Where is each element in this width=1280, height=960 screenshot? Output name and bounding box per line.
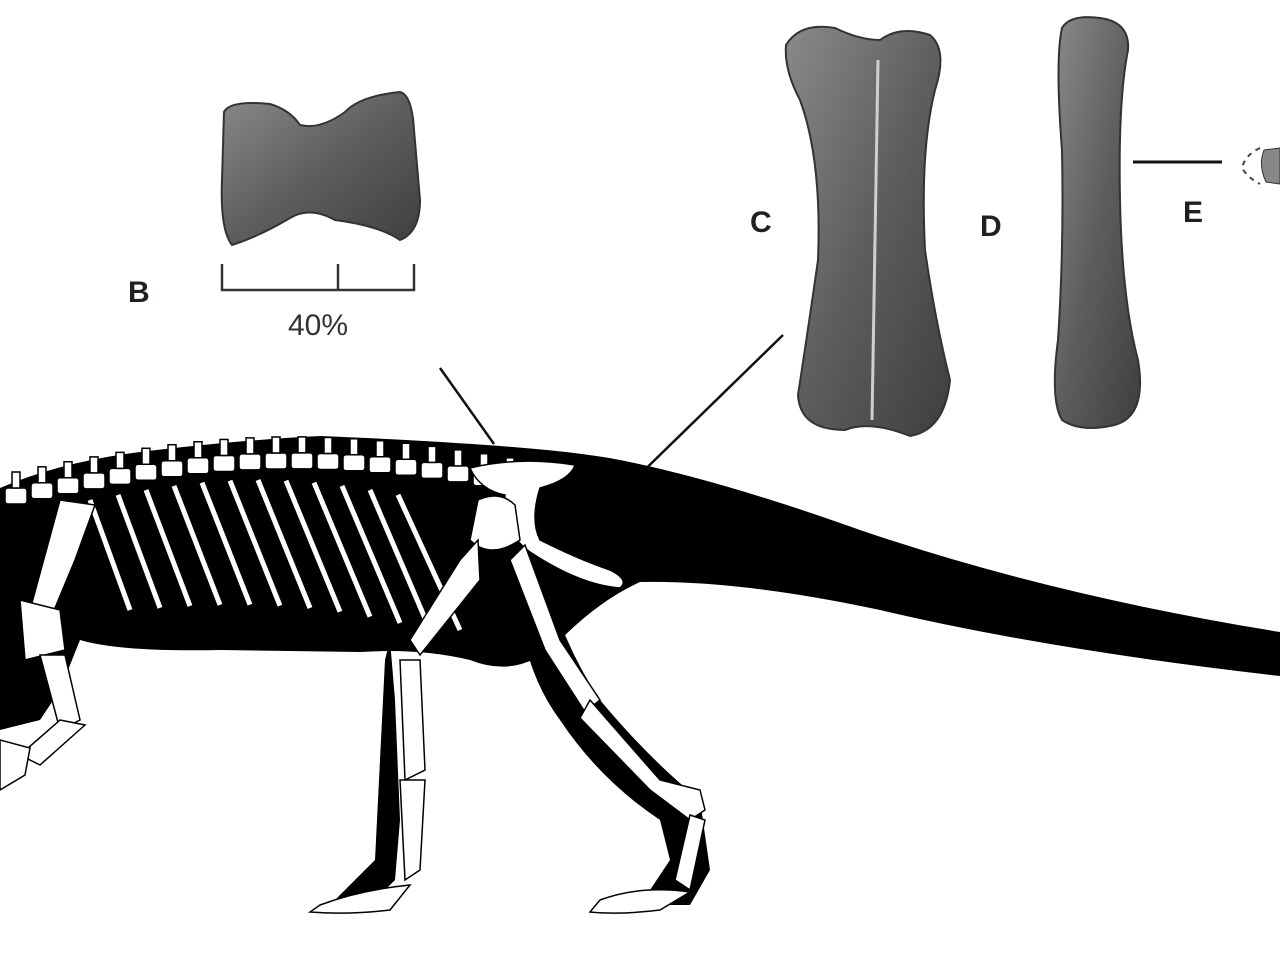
vertebra xyxy=(342,454,366,472)
leader-line-b xyxy=(438,367,496,445)
neural-spine xyxy=(11,471,21,489)
vertebra xyxy=(316,452,340,471)
panel-label-c: C xyxy=(750,206,772,239)
vertebra xyxy=(108,467,132,486)
panel-label-d: D xyxy=(980,210,1002,243)
vertebra xyxy=(186,457,210,475)
fossil-bone-c xyxy=(784,25,952,438)
neural-spine xyxy=(193,441,203,459)
neural-spine xyxy=(89,456,99,474)
vertebra xyxy=(394,458,418,477)
scale-bar xyxy=(220,264,416,292)
hindlimb-bones xyxy=(307,495,706,914)
rib xyxy=(143,489,193,607)
neural-spine xyxy=(37,466,47,484)
forelimb-silhouette xyxy=(330,640,400,905)
rib xyxy=(367,489,433,631)
rib xyxy=(115,493,163,609)
fossil-vertebra-b xyxy=(220,90,422,247)
neural-spine xyxy=(297,436,307,454)
vertebra xyxy=(264,452,288,470)
rib xyxy=(87,499,133,611)
neural-spine xyxy=(141,447,151,466)
ribs xyxy=(87,479,463,632)
rib xyxy=(255,479,313,609)
neural-spine xyxy=(167,443,177,462)
fossil-bone-d xyxy=(1053,16,1142,429)
vertebra xyxy=(368,455,392,474)
scale-label: 40% xyxy=(288,309,348,342)
vertebra xyxy=(82,472,106,490)
rib xyxy=(227,479,283,607)
neural-spine xyxy=(63,460,73,479)
neural-spine xyxy=(323,436,333,455)
panel-label-b: B xyxy=(128,276,150,309)
vertebra xyxy=(420,461,444,480)
rib xyxy=(311,481,373,618)
neural-spine xyxy=(271,436,281,454)
neural-spine xyxy=(245,437,255,455)
neural-spine xyxy=(427,445,437,464)
vertebra xyxy=(238,453,262,471)
rib xyxy=(283,479,343,613)
rib xyxy=(339,484,403,624)
vertebra xyxy=(56,476,80,495)
vertebra xyxy=(134,463,158,482)
vertebra xyxy=(4,487,28,505)
fossil-e-partial xyxy=(1240,147,1261,185)
vertebra xyxy=(160,459,184,478)
vertebra xyxy=(30,482,54,500)
vertebra xyxy=(290,452,314,470)
neural-spine xyxy=(453,449,463,467)
neural-spine xyxy=(349,438,359,456)
rib xyxy=(171,484,223,606)
panel-label-e: E xyxy=(1183,196,1203,229)
bone-c-ridge xyxy=(870,59,880,421)
rib xyxy=(199,481,253,606)
neural-spine xyxy=(115,451,125,470)
neural-spine xyxy=(375,439,385,458)
forelimb-bones xyxy=(0,499,97,791)
fossil-e-edge xyxy=(1260,147,1280,185)
vertebra xyxy=(212,454,236,473)
vertebral-column xyxy=(4,436,522,505)
neural-spine xyxy=(401,442,411,461)
vertebra xyxy=(446,465,470,483)
body-silhouette xyxy=(0,436,1280,730)
neural-spine xyxy=(219,438,229,457)
